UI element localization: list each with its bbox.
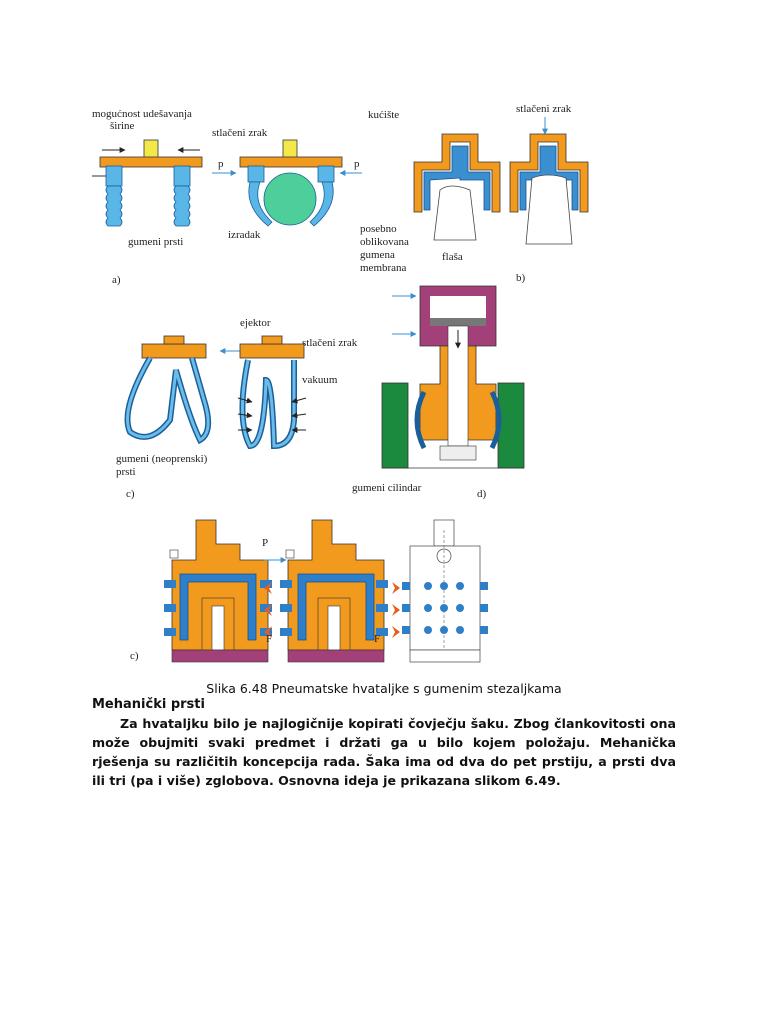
membrane-label-1: posebno [360,223,397,235]
housing-label: kućište [368,109,399,121]
panel-letter-c: c) [126,488,135,500]
p-label-e: P [262,537,268,549]
fingers-label-a: gumeni prsti [128,236,183,248]
membrane-label-4: membrana [360,262,407,274]
bottle-label: flaša [442,251,463,263]
p-left-label: p [218,158,224,170]
air-label-a: stlačeni zrak [212,127,268,139]
cylinder-label: gumeni cilindar [352,482,422,494]
panel-b: kućište stlačeni zrak posebno oblikovana… [360,103,589,284]
panel-letter-b: b) [516,272,526,284]
adjust-label: mogućnost udešavanja [92,108,192,120]
panel-e: P F F c) [130,519,488,663]
panel-letter-e: c) [130,650,139,662]
air-label-c: stlačeni zrak [302,337,358,349]
adjust-label-2: širine [110,120,135,132]
panel-letter-a: a) [112,274,121,286]
vacuum-label: vakuum [302,374,338,386]
panel-letter-d: d) [477,488,487,500]
gripper-open [92,139,203,227]
p-right-label: p [354,158,360,170]
fingers-label-c1: gumeni (neoprenski) [116,453,208,465]
body-paragraph: Za hvataljku bilo je najlogičnije kopira… [92,716,676,788]
part-label: izradak [228,229,261,241]
f-right-label: F [374,633,380,645]
panel-d: gumeni cilindar d) [352,285,525,500]
f-left-label: F [266,633,272,645]
gripper-closed: stlačeni zrak p p izradak [212,127,362,241]
figure-6-48: mogućnost udešavanja širine stlačeni zra… [92,103,589,663]
section-heading: Mehanički prsti [92,697,205,712]
panel-a: mogućnost udešavanja širine stlačeni zra… [92,108,362,286]
fingers-label-c2: prsti [116,466,136,478]
panel-c: ejektor stlačeni zrak vakuum gumeni (neo… [116,317,358,500]
air-label-b: stlačeni zrak [516,103,572,115]
membrane-label-2: oblikovana [360,236,409,248]
figure-caption: Slika 6.48 Pneumatske hvataljke s gumeni… [206,681,562,696]
membrane-label-3: gumena [360,249,395,261]
ejector-label: ejektor [240,317,271,329]
